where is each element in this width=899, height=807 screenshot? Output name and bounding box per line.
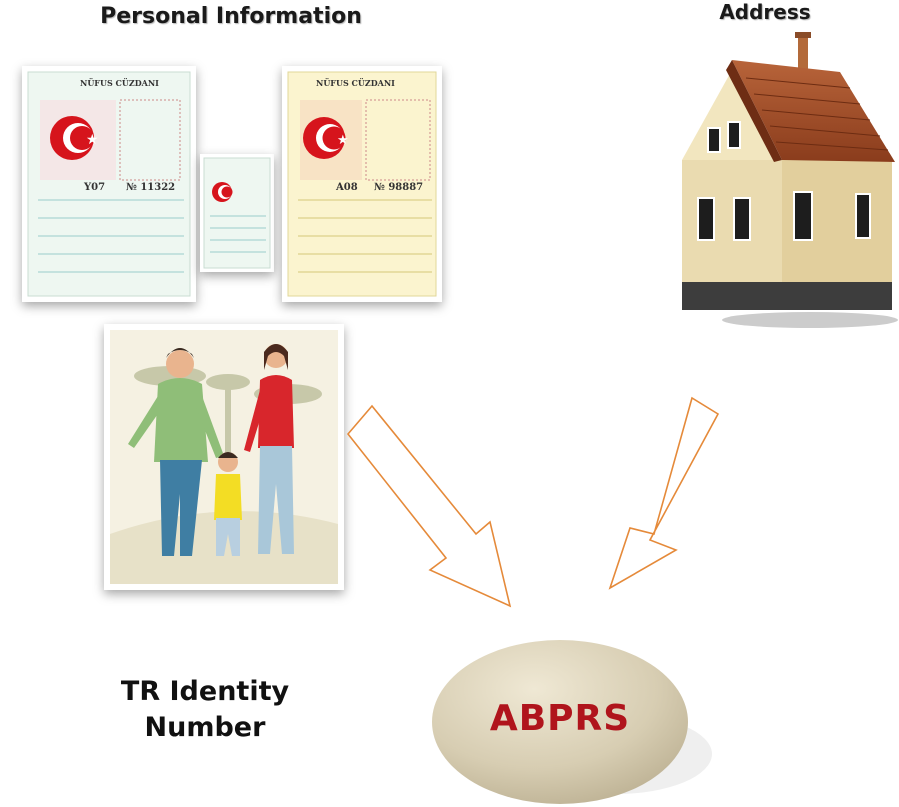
id-card-left-series: Y07 — [83, 182, 105, 193]
id-card-left: NÜFUS CÜZDANI ★ Y07 № 11322 — [22, 66, 196, 302]
personal-information-title: Personal Information — [100, 4, 362, 29]
abprs-node-label: ABPRS — [489, 698, 631, 739]
address-title: Address — [719, 0, 811, 24]
id-cards-group: NÜFUS CÜZDANI ★ Y07 № 11322 — [22, 66, 442, 306]
id-card-right-series: A08 — [335, 182, 358, 193]
family-illustration — [104, 324, 344, 590]
chimney — [798, 36, 808, 90]
tr-identity-line2: Number — [144, 712, 266, 743]
id-card-right-number: № 98887 — [374, 182, 423, 193]
child-figure — [214, 474, 242, 520]
man-figure — [154, 378, 208, 462]
id-card-left-number: № 11322 — [126, 182, 175, 193]
abprs-node-shape — [432, 640, 712, 804]
family-illustration-art — [110, 330, 338, 584]
arrow-family-to-abprs — [346, 404, 512, 608]
tr-identity-line1: TR Identity — [120, 676, 290, 707]
woman-figure — [258, 375, 294, 448]
id-card-left-header: NÜFUS CÜZDANI — [80, 78, 159, 88]
id-card-small — [200, 154, 274, 272]
house-roof — [732, 60, 895, 162]
id-card-right-illustration: NÜFUS CÜZDANI ★ A08 № 98887 — [287, 71, 437, 297]
svg-text:★: ★ — [86, 132, 99, 148]
svg-text:★: ★ — [337, 133, 349, 148]
id-card-right: NÜFUS CÜZDANI ★ A08 № 98887 — [282, 66, 442, 302]
id-card-right-header: NÜFUS CÜZDANI — [316, 78, 395, 88]
id-card-left-illustration: NÜFUS CÜZDANI ★ Y07 № 11322 — [27, 71, 191, 297]
arrow-address-to-abprs — [608, 396, 720, 590]
house-illustration — [682, 32, 898, 328]
tr-identity-number-label: TR Identity Number — [80, 674, 330, 746]
id-card-small-illustration — [203, 157, 271, 269]
